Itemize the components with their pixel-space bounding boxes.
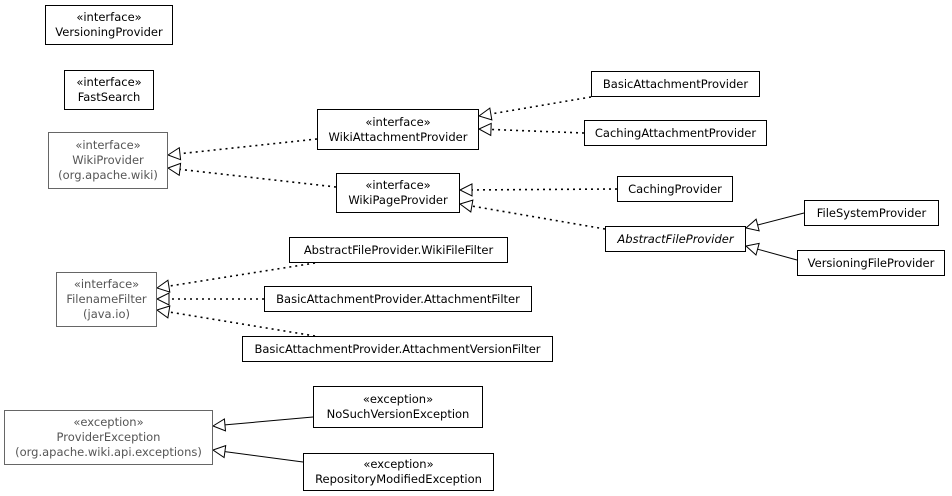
stereotype-label: «exception» [363,457,434,471]
realization-arrow [477,96,592,121]
provider-exception-class-box: «exception»ProviderException(org.apache.… [4,410,213,465]
generalization-arrow [744,242,798,261]
abstract-file-provider-class-box: AbstractFileProvider [605,226,746,252]
realization-arrow [166,162,337,188]
class-name: NoSuchVersionException [326,407,470,421]
versioning-provider-class-box: «interface»VersioningProvider [45,5,173,45]
realization-arrow [155,292,264,306]
realization-arrow [155,305,316,337]
class-name: AbstractFileProvider [617,231,734,246]
wiki-file-filter-class-box: AbstractFileProvider.WikiFileFilter [289,237,508,263]
realization-arrow [155,262,316,293]
class-name: WikiAttachmentProvider [328,129,468,144]
stereotype-label: «interface» [73,277,140,291]
caching-attachment-provider-class-box: CachingAttachmentProvider [584,120,767,146]
wiki-page-provider-class-box: «interface»WikiPageProvider [336,173,460,213]
class-name: FilenameFilter [66,292,147,306]
class-name: BasicAttachmentProvider.AttachmentVersio… [254,341,541,356]
versioning-file-provider-class-box: VersioningFileProvider [797,250,945,276]
package-label: (java.io) [83,307,130,321]
fast-search-class-box: «interface»FastSearch [64,70,154,110]
repository-modified-exception-class-box: «exception»RepositoryModifiedException [303,453,494,491]
class-name: AbstractFileProvider.WikiFileFilter [303,242,494,257]
attachment-filter-class-box: BasicAttachmentProvider.AttachmentFilter [264,286,532,312]
class-name: WikiProvider [72,153,144,167]
class-name: VersioningProvider [55,25,163,39]
class-name: BasicAttachmentProvider.AttachmentFilter [276,291,520,306]
stereotype-label: «interface» [76,10,142,24]
realization-arrow [458,183,618,197]
stereotype-label: «exception» [362,392,434,406]
stereotype-label: «interface» [365,178,431,192]
generalization-arrow [211,416,314,432]
wiki-attachment-provider-class-box: «interface»WikiAttachmentProvider [317,109,479,150]
wiki-provider-class-box: «interface»WikiProvider(org.apache.wiki) [48,132,168,189]
stereotype-label: «interface» [75,138,141,152]
generalization-arrow [744,212,805,232]
class-name: WikiPageProvider [348,193,448,207]
attachment-version-filter-class-box: BasicAttachmentProvider.AttachmentVersio… [242,336,553,362]
realization-arrow [458,199,606,230]
no-such-version-exception-class-box: «exception»NoSuchVersionException [313,386,483,428]
stereotype-label: «exception» [73,415,144,429]
generalization-arrow [211,444,304,463]
package-label: (org.apache.wiki.api.exceptions) [15,445,202,459]
class-name: CachingAttachmentProvider [594,125,757,140]
class-name: RepositoryModifiedException [315,472,482,486]
package-label: (org.apache.wiki) [58,168,158,182]
file-system-provider-class-box: FileSystemProvider [804,200,939,226]
class-name: FastSearch [77,90,141,104]
class-name: VersioningFileProvider [807,255,935,270]
filename-filter-class-box: «interface»FilenameFilter(java.io) [56,272,157,327]
stereotype-label: «interface» [76,75,142,89]
class-name: ProviderException [56,430,161,444]
class-name: BasicAttachmentProvider [602,76,749,91]
basic-attachment-provider-class-box: BasicAttachmentProvider [591,71,760,97]
class-name: FileSystemProvider [816,205,927,220]
stereotype-label: «interface» [365,114,431,129]
realization-arrow [166,138,318,161]
class-name: CachingProvider [628,181,722,196]
realization-arrow [477,122,585,137]
caching-provider-class-box: CachingProvider [617,176,733,202]
